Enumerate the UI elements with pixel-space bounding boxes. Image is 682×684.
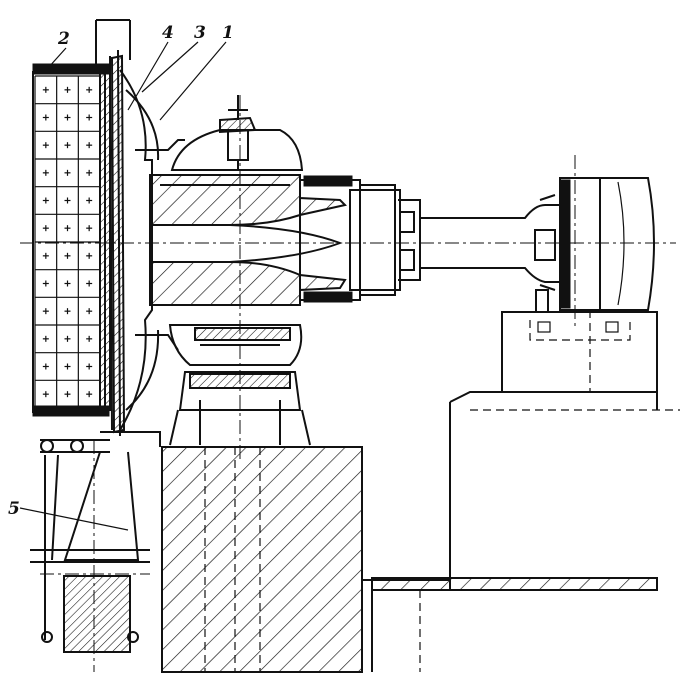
drum-lining	[32, 63, 111, 417]
leader-5	[19, 507, 129, 531]
leader-1	[159, 41, 227, 121]
callouts: 2 4 3 1 5	[8, 23, 234, 531]
drive-unit	[535, 177, 655, 313]
right-foundation	[449, 310, 680, 590]
callout-5: 5	[8, 499, 20, 519]
callout-4: 4	[162, 23, 174, 43]
centre-lines	[20, 95, 676, 672]
intermediate-shaft	[420, 194, 560, 291]
lever-assembly	[30, 431, 161, 653]
main-shaft	[149, 174, 347, 306]
leader-2	[47, 47, 67, 69]
leader-4	[127, 41, 169, 111]
upper-bearing	[170, 95, 304, 171]
callout-3: 3	[194, 23, 206, 43]
callout-1: 1	[222, 23, 234, 43]
concrete-pedestal	[161, 446, 658, 673]
coupling	[299, 175, 421, 303]
leader-3	[141, 41, 199, 93]
callout-2: 2	[57, 29, 70, 49]
end-flange	[95, 19, 185, 437]
